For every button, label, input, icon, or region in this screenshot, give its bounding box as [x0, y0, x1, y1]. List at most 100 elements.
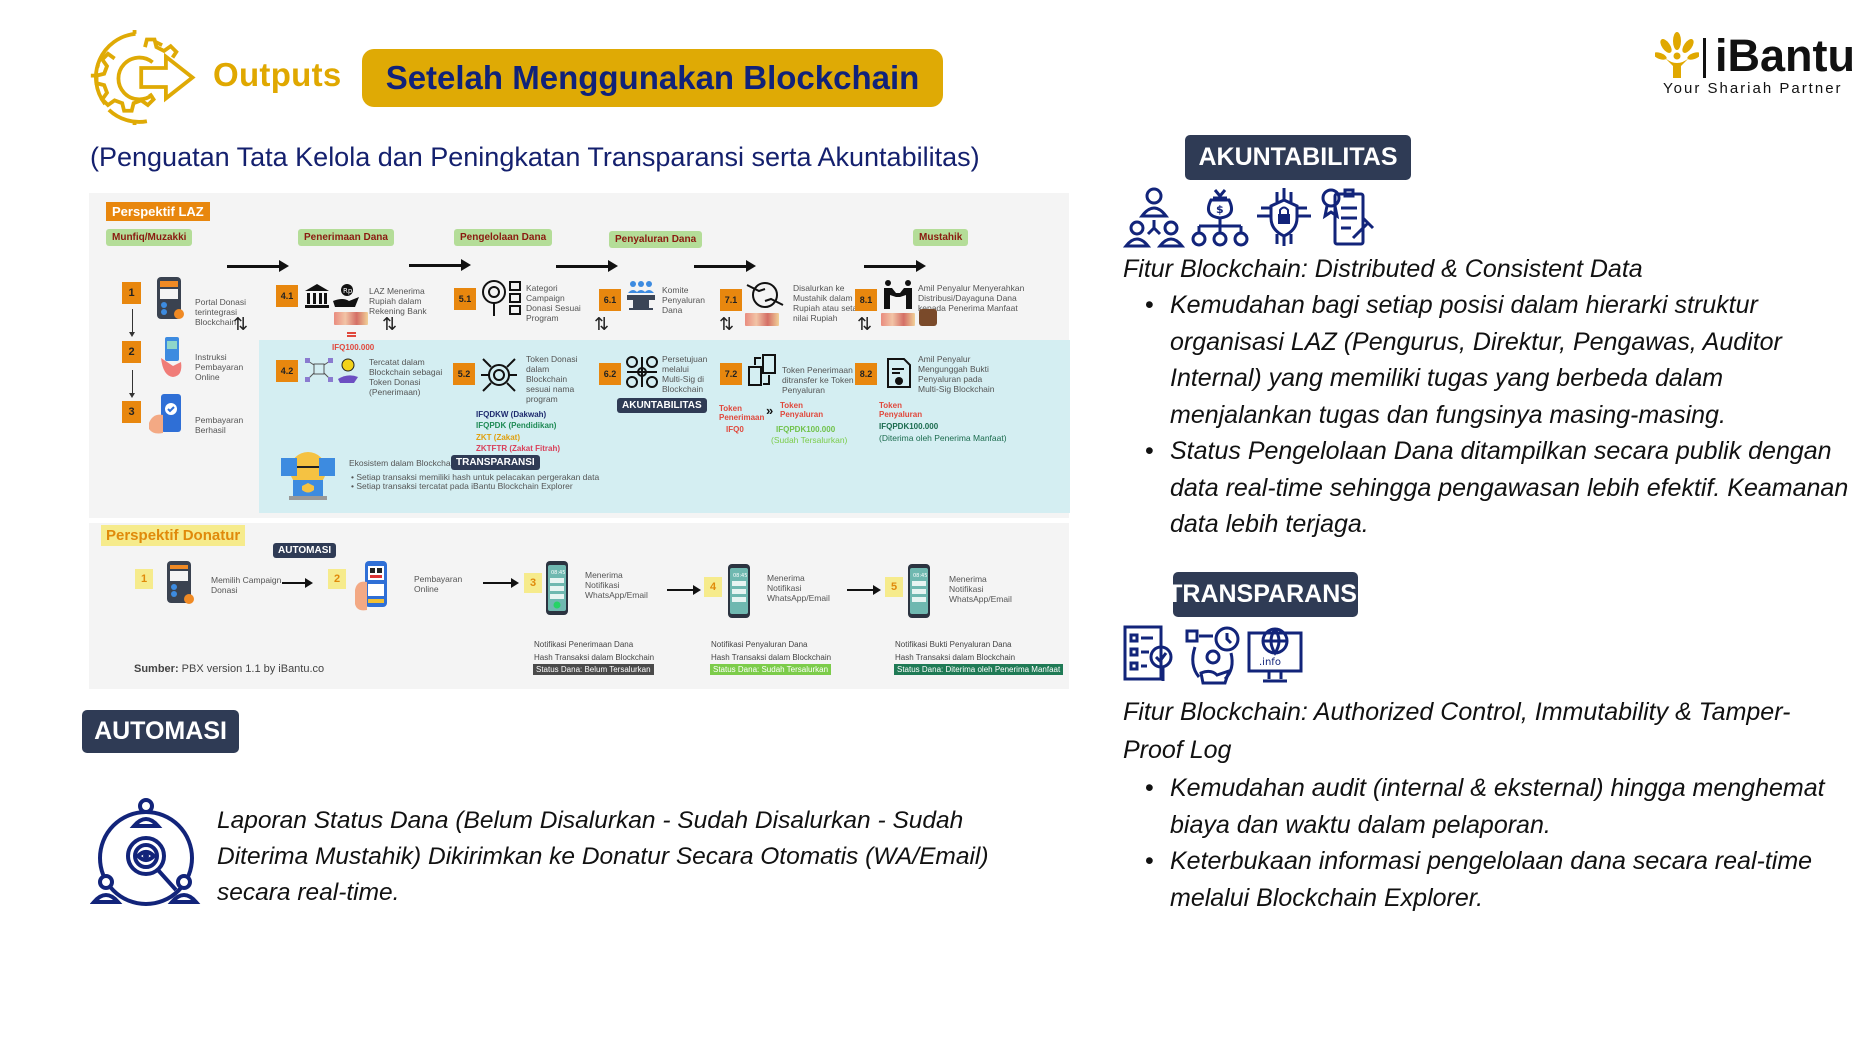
- money-bag-distribution-icon: $: [1191, 189, 1249, 247]
- sync-arrows-icon: ⇅: [382, 314, 398, 334]
- committee-icon: [627, 281, 655, 310]
- process-control-icon: [1185, 626, 1240, 685]
- step-badge: 5.1: [454, 288, 476, 310]
- gear-arrow-output-icon: [90, 30, 196, 126]
- donatur-step-badge: 1: [135, 569, 153, 589]
- ecosystem-bullet: • Setiap transaksi memiliki hash untuk p…: [351, 472, 600, 482]
- transparansi-tag: TRANSPARANSI: [451, 455, 540, 470]
- svg-text:.info: .info: [1259, 657, 1281, 668]
- transparansi-icons: .info: [1123, 625, 1303, 685]
- logo-name: iBantu: [1715, 30, 1855, 81]
- akuntabilitas-tag: AKUNTABILITAS: [617, 398, 707, 413]
- notification-text: Notifikasi Penyaluran Dana Hash Transaks…: [711, 640, 832, 662]
- status-badge: Status Dana: Belum Tersalurkan: [533, 664, 654, 675]
- step-caption: Persetujuan melalui Multi-Sig di Blockch…: [662, 354, 708, 394]
- step-badge: 7.1: [720, 289, 742, 311]
- token-network-icon: [481, 358, 517, 392]
- outputs-label: Outputs: [213, 56, 342, 93]
- transparansi-bullet: Keterbukaan informasi pengelolaan dana s…: [1140, 843, 1850, 916]
- transparansi-feature: Fitur Blockchain: Authorized Control, Im…: [1123, 698, 1791, 764]
- step-badge: 6.1: [599, 289, 621, 311]
- campaign-phone-icon: [167, 561, 194, 604]
- step-caption: Pembayaran Berhasil: [195, 415, 244, 435]
- status-badge: Status Dana: Sudah Tersalurkan: [710, 664, 832, 675]
- step-badge: 6.2: [599, 363, 621, 385]
- step-caption: Portal Donasi terintegrasi Blockchain: [195, 297, 247, 327]
- final-token-label: Token Penyaluran: [879, 401, 923, 419]
- flow-arrow: [864, 260, 926, 272]
- step-caption: Amil Penyalur Menyerahkan Distribusi/Day…: [918, 283, 1025, 313]
- blockchain-ecosystem-icon: [281, 452, 335, 500]
- final-token-value: IFQPDK100.000: [879, 422, 939, 431]
- checklist-magnifier-icon: [1123, 625, 1173, 681]
- step-caption: Token Donasi dalam Blockchain sesuai nam…: [526, 354, 578, 404]
- handover-people-icon: [884, 280, 912, 309]
- status-badge: Status Dana: Diterima oleh Penerima Manf…: [894, 664, 1064, 675]
- flow-arrow: [847, 585, 881, 595]
- laz-perspective-panel: Perspektif LAZ Munfiq/Muzakki Penerimaan…: [89, 193, 1070, 518]
- sync-arrows-icon: ⇅: [719, 314, 735, 334]
- upload-proof-document-icon: [887, 358, 911, 388]
- svg-text:Rp: Rp: [343, 287, 353, 295]
- svg-text:$: $: [1216, 203, 1224, 216]
- transparansi-bullets: Kemudahan audit (internal & eksternal) h…: [1140, 770, 1850, 916]
- donatur-step-caption: Pembayaran Online: [414, 574, 463, 594]
- akuntabilitas-bullets: Kemudahan bagi setiap posisi dalam hiera…: [1140, 287, 1850, 543]
- automasi-badge: AUTOMASI: [82, 710, 239, 753]
- token-transfer-icon: [748, 354, 776, 386]
- down-arrow: [129, 370, 135, 398]
- sync-arrows-icon: ⇅: [233, 314, 249, 334]
- payment-instruction-phone-icon: [161, 337, 182, 377]
- sync-arrows-icon: ⇅: [594, 314, 610, 334]
- svg-text:08:45: 08:45: [733, 573, 747, 579]
- transparansi-badge: TRANSPARANSI: [1167, 572, 1364, 617]
- notification-phone-icon: 08:45: [908, 564, 930, 618]
- step-caption: LAZ Menerima Rupiah dalam Rekening Bank: [369, 286, 427, 316]
- aid-package-icon: [919, 309, 937, 326]
- stage-penyaluran: Penyaluran Dana: [609, 231, 703, 248]
- ibantu-logo: iBantu Your Shariah Partner: [1655, 30, 1855, 100]
- step-caption: Disalurkan ke Mustahik dalam Rupiah atau…: [793, 283, 865, 323]
- source-note: Sumber: PBX version 1.1 by iBantu.co: [134, 663, 325, 675]
- akuntabilitas-bullet: Status Pengelolaan Dana ditampilkan seca…: [1140, 433, 1850, 543]
- svg-text:08:45: 08:45: [551, 570, 565, 576]
- rupiah-banknote-icon: [334, 312, 368, 325]
- ifq-amount: IFQ100.000: [332, 343, 375, 352]
- audit-checklist-gavel-icon: [1321, 188, 1375, 246]
- flow-arrow: [282, 578, 313, 588]
- donatur-step-caption: Memilih Campaign Donasi: [211, 575, 282, 595]
- donatur-perspective-title: Perspektif Donatur: [101, 525, 246, 546]
- notification-text: Notifikasi Bukti Penyaluran Dana Hash Tr…: [895, 640, 1016, 662]
- rupiah-banknote-icon: [745, 313, 779, 326]
- stage-munfiq: Munfiq/Muzakki: [106, 229, 193, 246]
- token-penerimaan-value: IFQ0: [726, 425, 744, 434]
- step-caption: Komite Penyaluran Dana: [662, 285, 706, 315]
- ecosystem-bullet: • Setiap transaksi tercatat pada iBantu …: [351, 481, 573, 491]
- step-caption: Instruksi Pembayaran Online: [195, 352, 244, 382]
- flow-arrow: [227, 260, 289, 272]
- monitor-info-globe-icon: .info: [1247, 627, 1303, 683]
- donatur-step-badge: 4: [704, 577, 722, 597]
- hand-over-funds-icon: [746, 282, 784, 308]
- token-pendidikan: IFQPDK (Pendidikan): [476, 421, 557, 430]
- donatur-step-badge: 5: [885, 577, 903, 597]
- step-caption: Kategori Campaign Donasi Sesuai Program: [526, 283, 581, 323]
- payment-success-phone-icon: [149, 394, 181, 434]
- down-arrow: [129, 309, 135, 337]
- qr-payment-phone-icon: [355, 561, 387, 611]
- token-penyaluran-note: (Sudah Tersalurkan): [771, 435, 848, 445]
- step-badge: 5.2: [453, 363, 475, 385]
- donatur-step-caption: Menerima Notifikasi WhatsApp/Email: [767, 573, 830, 603]
- people-eye-magnifier-icon: [90, 798, 201, 906]
- stage-mustahik: Mustahik: [913, 229, 969, 246]
- stage-penerimaan: Penerimaan Dana: [298, 229, 394, 246]
- step-badge: 4.2: [276, 360, 298, 382]
- transparansi-bullet: Kemudahan audit (internal & eksternal) h…: [1140, 770, 1850, 843]
- org-hierarchy-icon: [1123, 187, 1185, 248]
- security-lock-network-icon: [1257, 188, 1311, 246]
- notification-text: Notifikasi Penerimaan Dana Hash Transaks…: [534, 640, 655, 662]
- token-penyaluran-value: IFQPDK100.000: [776, 425, 836, 434]
- page-title: Setelah Menggunakan Blockchain: [385, 59, 920, 96]
- akuntabilitas-bullet: Kemudahan bagi setiap posisi dalam hiera…: [1140, 287, 1850, 433]
- akuntabilitas-icons: $: [1123, 186, 1377, 248]
